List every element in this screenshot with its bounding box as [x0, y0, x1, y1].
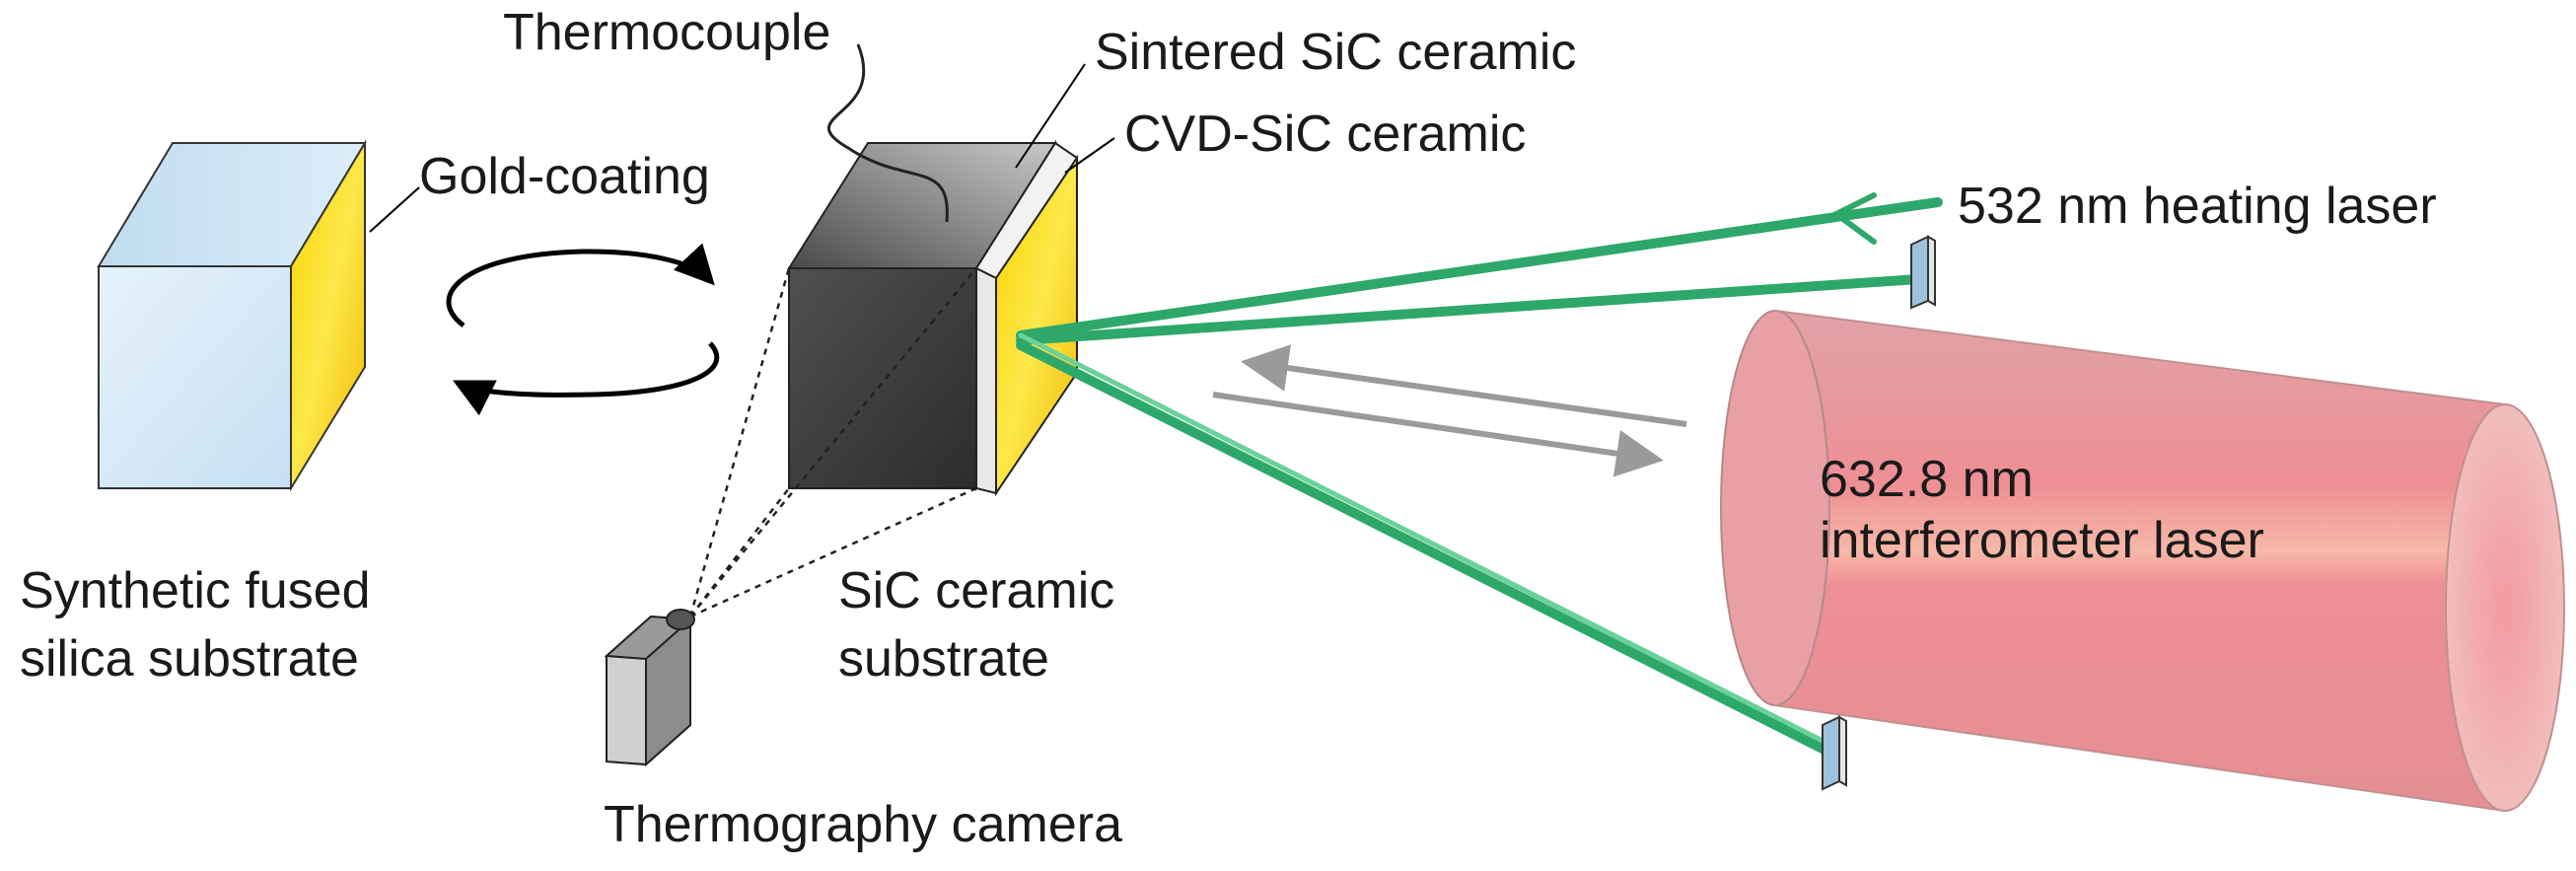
- rotation-arrows: [446, 243, 720, 416]
- thermocouple-wire: [826, 43, 949, 223]
- rotation-arrow-lower: [453, 341, 720, 416]
- gray-arrow-incident: [1212, 392, 1664, 477]
- laser-to-bottom-mirror: [1016, 340, 1829, 755]
- thermography-camera-label: Thermography camera: [604, 796, 1122, 853]
- sic-substrate-label-line1: SiC ceramic: [838, 562, 1115, 619]
- camera-view-lines: [688, 267, 977, 618]
- sintered-sic-leader: [1015, 63, 1086, 169]
- sic-substrate-label-line2: substrate: [838, 630, 1049, 688]
- mirror-bottom: [1822, 715, 1847, 791]
- cvd-sic-leader: [1064, 137, 1115, 174]
- thermocouple-label: Thermocouple: [503, 4, 831, 61]
- cvd-sic-layer: [975, 266, 997, 495]
- cylinder-body: [1775, 311, 2505, 811]
- rotation-arrow-upper: [446, 243, 715, 327]
- heating-laser-label: 532 nm heating laser: [1958, 178, 2437, 235]
- interferometer-label-line1: 632.8 nm: [1820, 451, 2034, 508]
- laser-incoming: [1016, 197, 1943, 340]
- cylinder-near-end: [1720, 310, 1830, 706]
- fused-silica-label-line2: silica substrate: [20, 630, 359, 688]
- laser-to-top-mirror: [1016, 274, 1923, 345]
- thermography-camera: [604, 609, 695, 767]
- gold-coating-leader: [369, 186, 420, 233]
- thermography-camera-group: [604, 267, 977, 767]
- interferometer-laser-beam: [1720, 310, 2565, 812]
- cylinder-far-end: [2445, 403, 2565, 812]
- gray-arrow-return: [1241, 344, 1687, 427]
- cvd-sic-label: CVD-SiC ceramic: [1124, 106, 1527, 163]
- laser-direction-chevron: [1830, 192, 1877, 245]
- silica-front-face: [98, 265, 292, 489]
- mirror-top: [1910, 235, 1936, 310]
- gold-coating-face: [290, 139, 366, 492]
- interferometer-beam-arrows: [1212, 344, 1687, 477]
- interferometer-label-line2: interferometer laser: [1820, 512, 2264, 569]
- fused-silica-substrate: [97, 139, 420, 492]
- heating-laser-beams: [1016, 192, 1943, 755]
- gold-coating-label: Gold-coating: [419, 148, 710, 205]
- fused-silica-label-line1: Synthetic fused: [20, 562, 371, 619]
- sintered-sic-label: Sintered SiC ceramic: [1095, 24, 1577, 81]
- sic-ceramic-substrate: [787, 43, 1115, 497]
